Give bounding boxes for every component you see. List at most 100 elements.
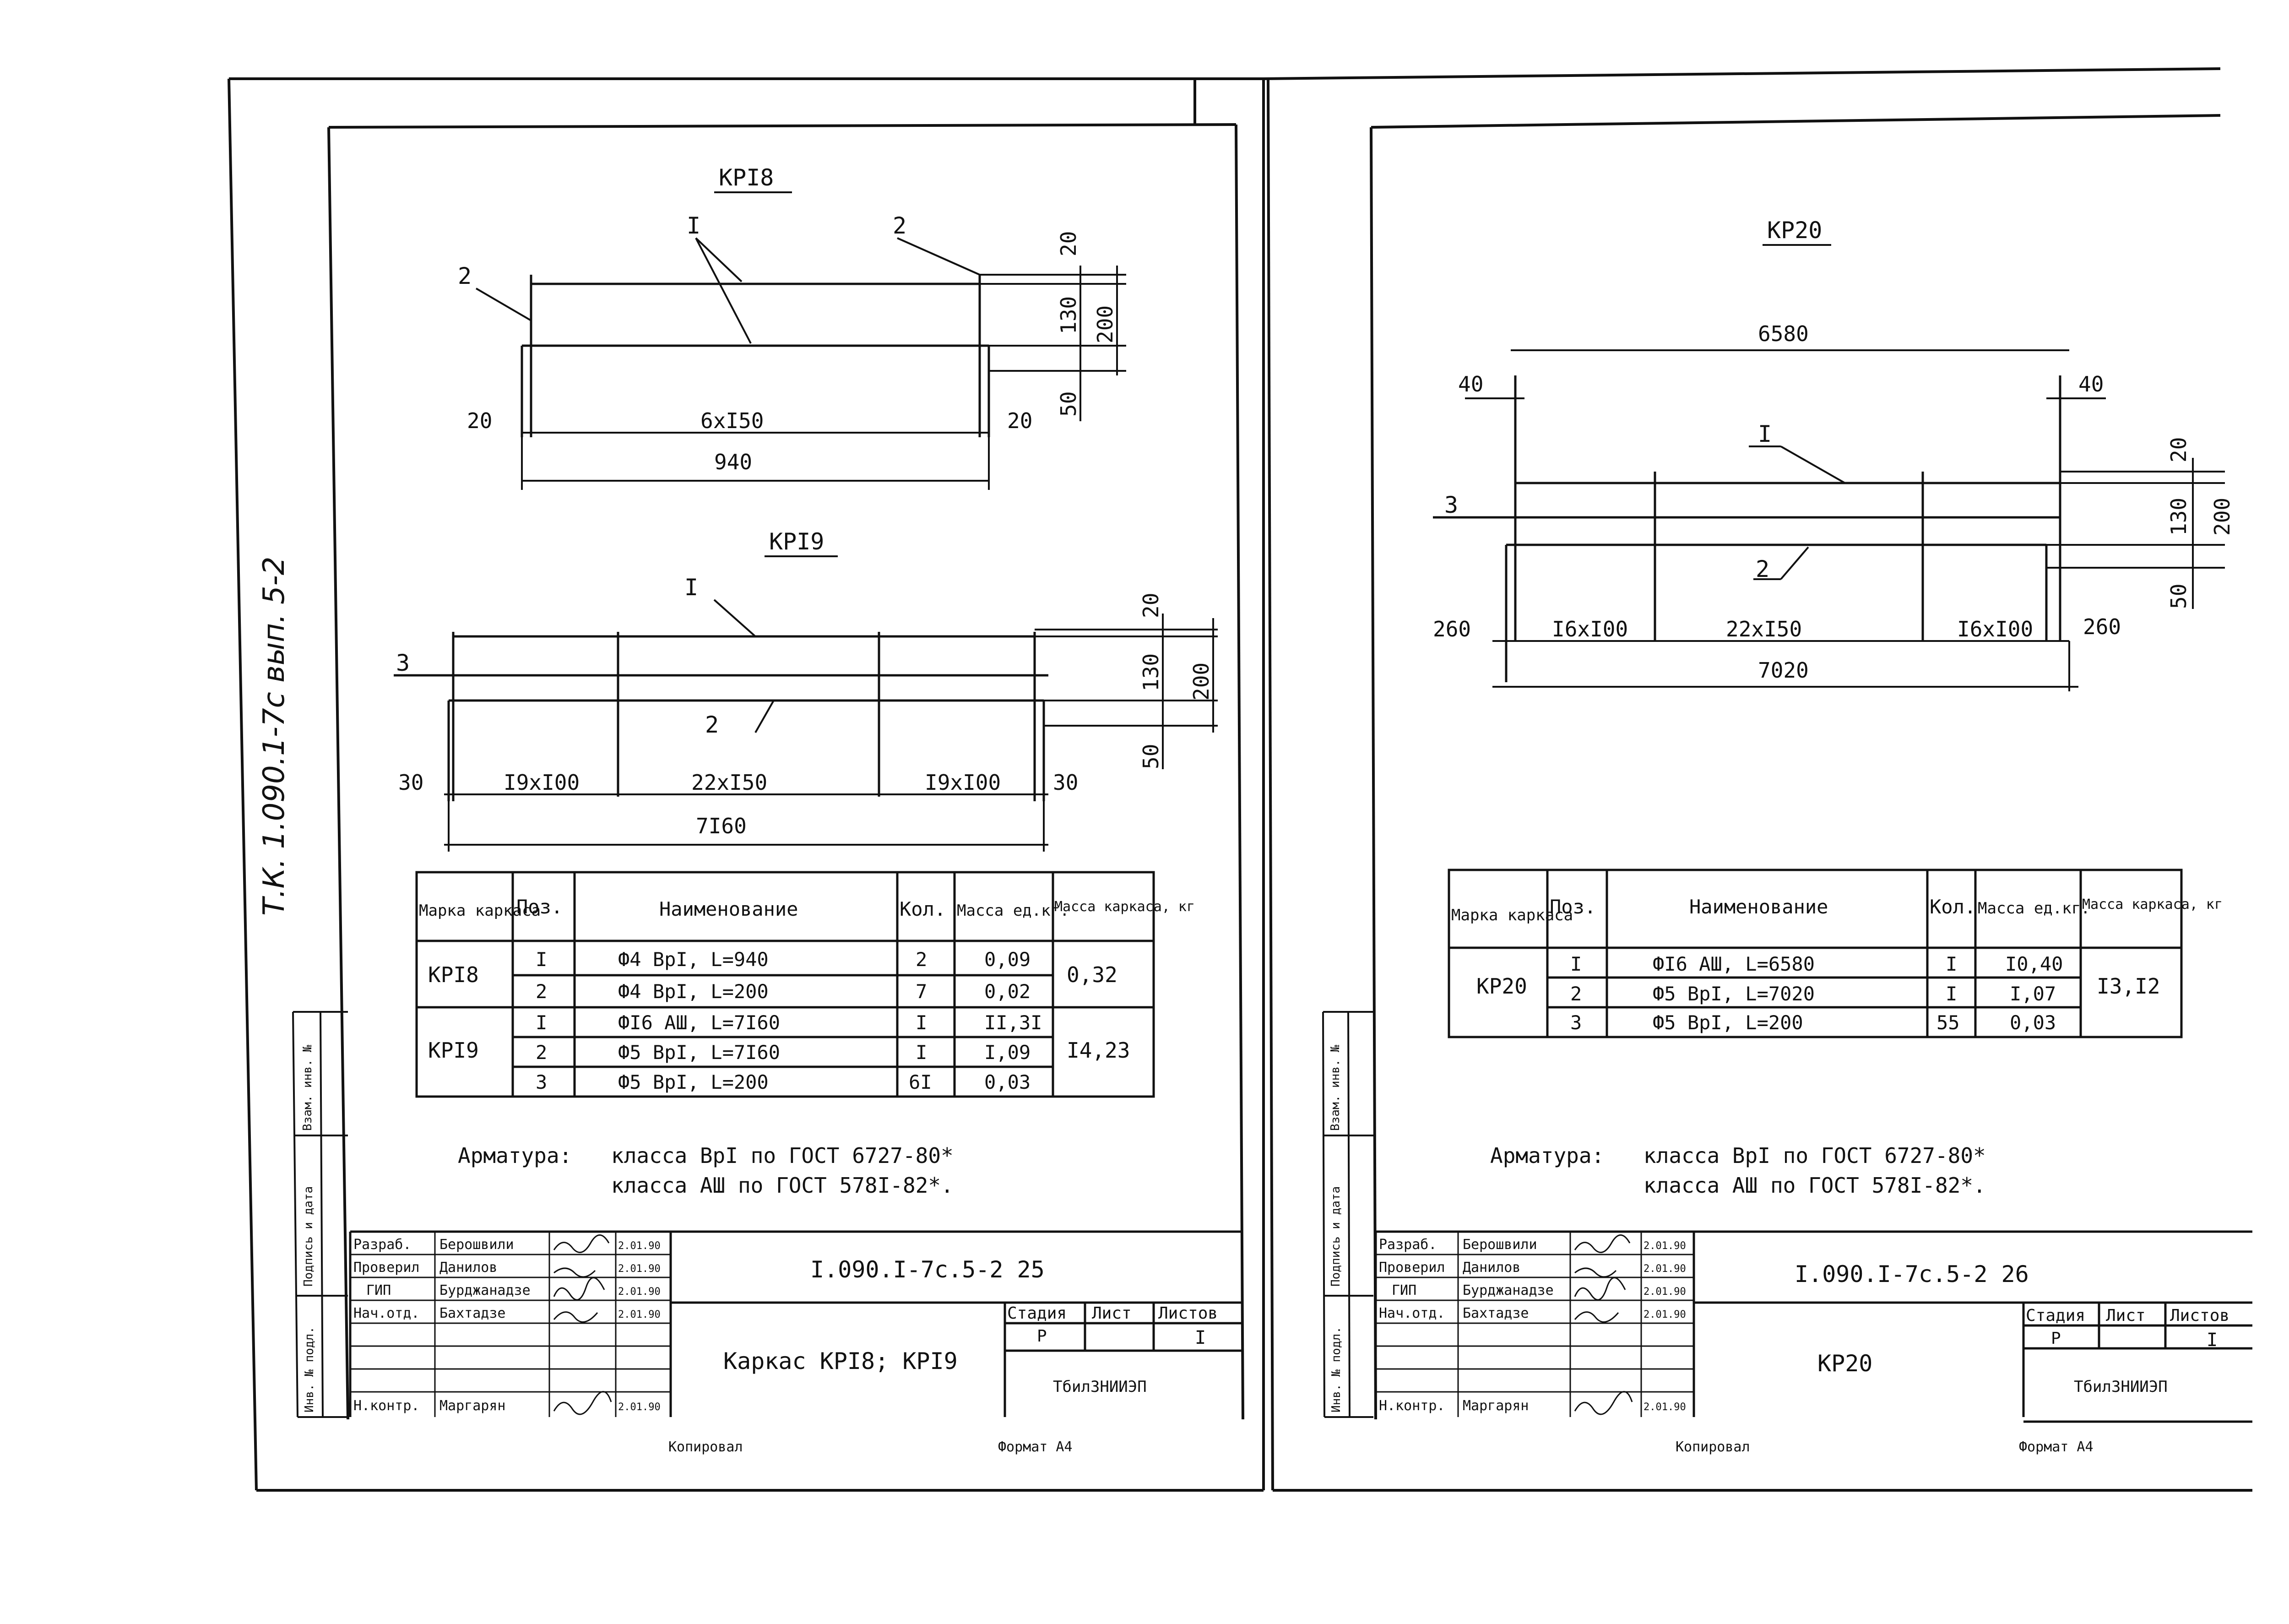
stamp-name: Бахтадзе	[1463, 1305, 1529, 1321]
view-kp20: КР20 I 3 2	[1433, 217, 2235, 691]
table-mass: 0,03	[2010, 1011, 2056, 1034]
table-mass: II,3I	[984, 1011, 1042, 1034]
drawing-title: Каркас КРI8; КРI9	[723, 1348, 958, 1374]
dim-label: 22xI50	[1726, 617, 1802, 641]
table-total: I4,23	[1067, 1038, 1130, 1063]
dim-label: 6xI50	[700, 408, 764, 433]
pos-label: 2	[893, 212, 906, 239]
pos-label: 2	[1756, 556, 1769, 582]
drawing-title: КР20	[1817, 1350, 1872, 1377]
sheets-total-value: I	[2207, 1330, 2218, 1351]
dim-label: I6xI00	[1957, 617, 2033, 641]
dim-label: 40	[1458, 372, 1483, 396]
dim-label: I6xI00	[1552, 617, 1628, 641]
title-block-right: Разраб. Берошвили 2.01.90 Проверил Данил…	[1374, 1230, 2252, 1455]
table-header: Марка каркаса	[1451, 906, 1573, 924]
dim-label: 20	[2166, 437, 2191, 462]
dim-label: 200	[2210, 498, 2235, 536]
dim-label: I9xI00	[504, 770, 580, 795]
side-field-r2: Подпись и дата	[1329, 1186, 1343, 1287]
stamp-date: 2.01.90	[618, 1401, 661, 1413]
dim-label: 22xI50	[691, 770, 767, 795]
notes-line-1: класса ВрI по ГОСТ 6727-80*	[611, 1143, 954, 1168]
dim-label: 30	[1053, 770, 1078, 795]
view-title-kp20: КР20	[1767, 217, 1822, 244]
table-pos: 3	[1570, 1011, 1582, 1034]
side-field-1: Взам. инв. №	[301, 1045, 315, 1131]
doc-code: I.090.I-7c.5-2 25	[810, 1256, 1045, 1283]
stamp-name: Маргарян	[439, 1398, 506, 1414]
stamp-date: 2.01.90	[1644, 1240, 1686, 1252]
dim-label: 200	[1189, 663, 1214, 701]
pos-label: 2	[705, 712, 719, 738]
table-pos: 2	[1570, 983, 1582, 1005]
stamp-date: 2.01.90	[1644, 1401, 1686, 1413]
table-pos: I	[1570, 953, 1582, 975]
table-pos: 3	[536, 1071, 547, 1093]
table-name: Ф5 ВрI, L=200	[618, 1071, 769, 1093]
table-total: 0,32	[1067, 962, 1117, 987]
notes-line-1: класса ВрI по ГОСТ 6727-80*	[1644, 1143, 1986, 1168]
pos-label: I	[684, 574, 698, 601]
stamp-name: Берошвили	[439, 1237, 514, 1253]
dim-label: 7020	[1758, 658, 1809, 683]
pos-label: I	[687, 212, 700, 239]
table-qty: 7	[916, 980, 927, 1003]
organization: ТбилЗНИИЭП	[1053, 1378, 1147, 1396]
table-name: ФI6 АШ, L=7I60	[618, 1011, 780, 1034]
dim-label: 200	[1093, 305, 1117, 343]
stamp-role: Нач.отд.	[353, 1305, 420, 1321]
dim-label: 50	[2166, 584, 2191, 609]
table-mass: I,09	[984, 1041, 1031, 1064]
table-qty: I	[1946, 953, 1957, 975]
table-header: Марка каркаса	[419, 902, 541, 920]
side-fields-left: Взам. инв. № Подпись и дата Инв. № подл.	[292, 1011, 348, 1418]
footer-left: Копировал	[1676, 1439, 1750, 1455]
notes-line-2: класса АШ по ГОСТ 578I-82*.	[611, 1173, 954, 1198]
stamp-date: 2.01.90	[1644, 1309, 1686, 1320]
stamp-role: Н.контр.	[353, 1398, 420, 1414]
table-qty: I	[916, 1011, 927, 1034]
dim-label: 130	[1139, 653, 1163, 691]
sheets-header: Листов	[1158, 1304, 1218, 1323]
sheet-frames	[228, 67, 2252, 1492]
sheet-header: Лист	[1092, 1304, 1132, 1323]
pos-label: 2	[458, 263, 472, 289]
table-qty: I	[916, 1041, 927, 1064]
table-pos: I	[536, 1011, 547, 1034]
footer-left: Копировал	[668, 1439, 743, 1455]
table-header: Поз.	[516, 896, 563, 918]
dim-label: I9xI00	[925, 770, 1001, 795]
sheet-header: Лист	[2106, 1306, 2146, 1325]
stamp-role: Н.контр.	[1379, 1398, 1445, 1414]
dim-label: 40	[2078, 372, 2104, 396]
table-header: Поз.	[1550, 896, 1596, 918]
stamp-role: Разраб.	[1379, 1237, 1437, 1253]
stamp-date: 2.01.90	[1644, 1286, 1686, 1298]
pos-label: 3	[396, 650, 410, 676]
dim-label: 30	[398, 770, 423, 795]
table-header: Наименование	[659, 898, 798, 920]
dim-label: 20	[1139, 593, 1163, 618]
dim-label: 260	[1433, 617, 1471, 641]
side-field-3: Инв. № подл.	[303, 1326, 316, 1412]
stage-value: Р	[2051, 1329, 2061, 1348]
table-mark: КР20	[1476, 974, 1527, 999]
table-mass: I0,40	[2005, 953, 2063, 975]
dim-label: 20	[1056, 231, 1081, 256]
notes-label: Арматура:	[1490, 1143, 1604, 1168]
dim-label: 50	[1139, 744, 1163, 769]
stage-header: Стадия	[2026, 1306, 2085, 1325]
stage-value: Р	[1037, 1327, 1047, 1346]
organization: ТбилЗНИИЭП	[2074, 1378, 2168, 1396]
doc-code: I.090.I-7c.5-2 26	[1795, 1261, 2029, 1287]
side-stamp: Т.К. 1.090.1-7с вып. 5-2	[257, 557, 291, 916]
notes-line-2: класса АШ по ГОСТ 578I-82*.	[1644, 1173, 1986, 1198]
dim-label: 940	[714, 450, 752, 474]
stamp-name: Данилов	[439, 1260, 497, 1276]
spec-table-left: Марка каркаса Поз. Наименование Кол. Мас…	[415, 871, 1195, 1098]
table-header: Наименование	[1689, 896, 1828, 918]
table-header: Масса ед.кг.	[957, 902, 1069, 920]
stamp-date: 2.01.90	[618, 1286, 661, 1298]
